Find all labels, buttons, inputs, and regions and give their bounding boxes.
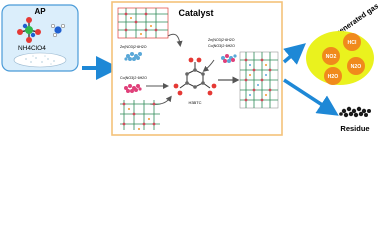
h3btc-ligand-molecule — [173, 57, 217, 96]
residue-group: Residue — [339, 106, 371, 133]
gas-bubble-hcl — [343, 33, 361, 51]
mof-framework-bottom-left — [120, 100, 160, 130]
cobalt-nitrate-particles — [124, 84, 142, 93]
gas-bubble-n2o — [347, 57, 365, 75]
ap-crystal-pile — [13, 52, 67, 68]
gas-species-hcl: HCl — [348, 40, 357, 46]
mof-framework-top-left — [117, 7, 169, 39]
arrow-to-ligand-top — [167, 33, 183, 47]
reagent-label-3: Zn(NO3)2·6H2O — [208, 38, 235, 42]
ap-panel: AP NH4ClO4 — [1, 4, 79, 72]
ap-formula: NH4ClO4 — [18, 45, 46, 52]
reagent-label-1: Zn(NO3)2·6H2O — [120, 45, 147, 49]
mof-framework-product — [239, 51, 279, 109]
diagram-canvas: AP NH4ClO4 — [1, 1, 378, 136]
arrow-mixed-to-ligand — [202, 59, 215, 72]
gas-species-no2: NO2 — [326, 54, 337, 60]
ap-crystal-grains — [25, 55, 55, 65]
ap-panel-frame — [1, 4, 79, 72]
ligand-label: H3BTC — [188, 100, 201, 105]
gas-bubble-h2o — [324, 67, 342, 85]
ammonium-ion-icon — [50, 23, 66, 38]
reagent-label-2: Co(NO3)2·6H2O — [120, 76, 147, 80]
gas-bubble-no2 — [322, 47, 340, 65]
arrow-to-gas — [282, 43, 306, 65]
catalyst-title: Catalyst — [178, 8, 213, 18]
zinc-nitrate-particles — [124, 52, 142, 61]
arrow-to-residue — [283, 78, 339, 116]
perchlorate-ion-icon — [17, 17, 41, 43]
residue-label: Residue — [340, 124, 369, 133]
figure: AP NH4ClO4 — [1, 1, 378, 136]
generated-gas-group: The generated gas HCl NO2 N2O H2O — [306, 1, 378, 85]
gas-species-h2o: H2O — [328, 74, 339, 80]
mixed-metal-particles — [221, 54, 237, 63]
reagent-label-4: Co(NO3)2·6H2O — [208, 44, 235, 48]
gas-species-n2o: N2O — [351, 64, 362, 70]
ap-title: AP — [34, 7, 46, 16]
residue-particles — [339, 106, 371, 118]
catalyst-panel: Catalyst Zn(NO3)2·6H2O Co(NO3)2·6 — [111, 1, 283, 136]
